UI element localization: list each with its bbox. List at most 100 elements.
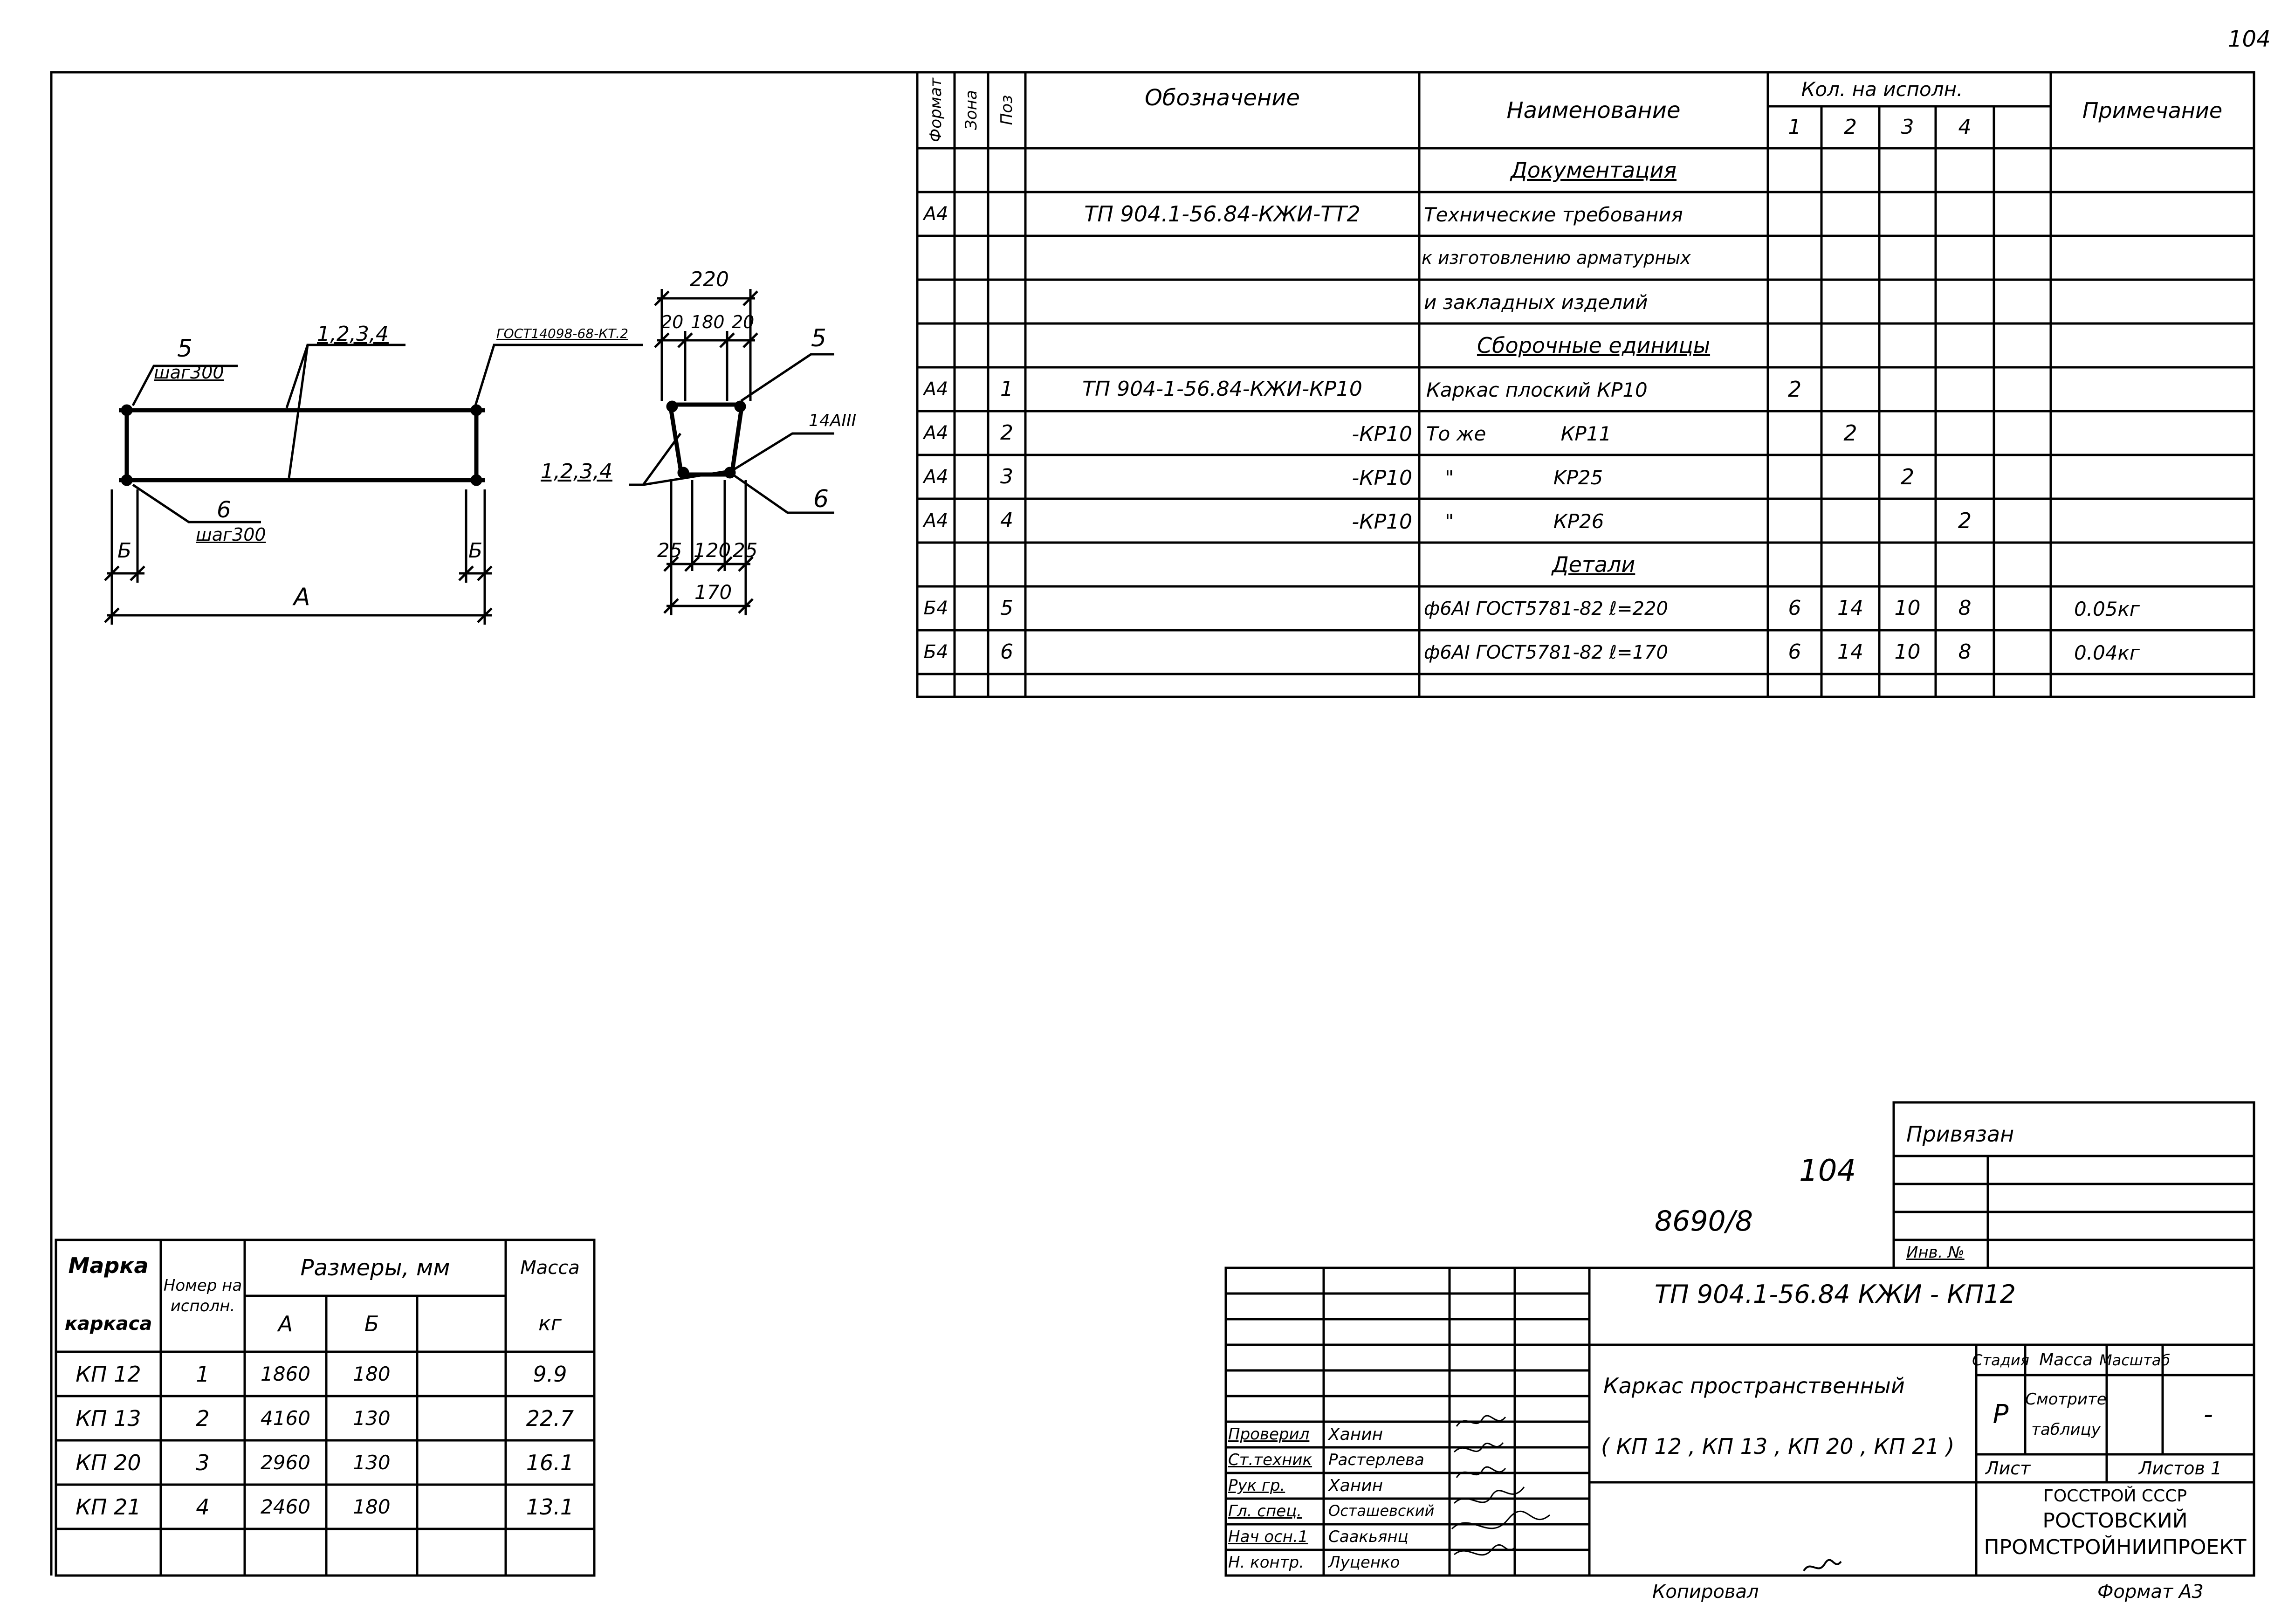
spec-row-name: ф6АI ГОСТ5781-82 ℓ=170 — [1424, 642, 1668, 663]
spec-row-q3: 10 — [1894, 596, 1921, 620]
spec-row-name: " КР26 — [1445, 510, 1604, 533]
signer-role: Проверил — [1228, 1425, 1310, 1444]
header-qty-1: 1 — [1788, 115, 1801, 139]
dims-row-b: 180 — [353, 1495, 391, 1518]
dim-bot-mid: 120 — [694, 539, 731, 562]
signer-name: Луценко — [1328, 1553, 1400, 1572]
dims-row-mass: 16.1 — [526, 1450, 574, 1475]
title-scale-value: - — [2203, 1399, 2213, 1430]
footer-copied: Копировал — [1652, 1581, 1759, 1603]
dims-header-mark2: каркаса — [64, 1313, 152, 1335]
spec-row-format: А4 — [923, 203, 948, 225]
dims-header-b: Б — [364, 1311, 379, 1336]
spec-row-designation: -КР10 — [1352, 422, 1412, 446]
dims-row-mark: КП 13 — [76, 1405, 141, 1431]
dims-row-a: 4160 — [261, 1406, 310, 1430]
dim-bot-right: 25 — [733, 539, 758, 562]
dims-row-version: 2 — [196, 1405, 210, 1431]
spec-row-format: А4 — [923, 422, 948, 444]
section-label-rebar: 14АIII — [809, 411, 857, 430]
dims-header-mark: Марка — [68, 1253, 149, 1278]
spec-row-format: А4 — [923, 510, 948, 531]
title-org-line3: ПРОМСТРОЙНИИПРОЕКТ — [1984, 1535, 2247, 1559]
label-bar-6: 6 — [217, 497, 231, 523]
handwritten-sheet-ref: 104 — [1799, 1154, 1856, 1188]
spec-row-designation: -КР10 — [1352, 466, 1412, 490]
section-label-6: 6 — [813, 485, 829, 513]
spec-row-designation: -КР10 — [1352, 510, 1412, 534]
section-label-5: 5 — [811, 324, 827, 352]
spec-row-q1: 6 — [1788, 640, 1801, 664]
spec-table-border — [916, 71, 2255, 698]
spec-row-q3: 2 — [1900, 464, 1915, 489]
dims-row-mass: 13.1 — [526, 1494, 574, 1520]
spec-row-q4: 2 — [1958, 508, 1972, 533]
header-qty-2: 2 — [1844, 115, 1857, 139]
dims-header-a: А — [278, 1311, 293, 1336]
header-qty: Кол. на исполн. — [1801, 77, 1963, 101]
spec-row-q4: 8 — [1958, 640, 1972, 664]
header-zone: Зона — [962, 90, 981, 130]
spec-row-name: То же КР11 — [1426, 422, 1612, 445]
dims-row-mark: КП 21 — [76, 1494, 141, 1520]
spec-row-name: Документация — [1510, 158, 1677, 183]
dims-row-version: 4 — [196, 1494, 210, 1520]
spec-row-q1: 6 — [1788, 596, 1801, 620]
spec-row-pos: 3 — [1000, 465, 1013, 489]
spec-row-q2: 14 — [1837, 596, 1863, 620]
title-doc-code: ТП 904.1-56.84 КЖИ - КП12 — [1655, 1280, 2016, 1309]
dims-row-mass: 9.9 — [533, 1361, 567, 1387]
dim-b-right: Б — [468, 539, 483, 563]
signature-scribbles — [1451, 1415, 1550, 1556]
header-format: Формат — [927, 78, 945, 142]
signer-name: Осташевский — [1328, 1502, 1435, 1520]
signer-name: Саакьянц — [1328, 1528, 1409, 1546]
dim-bot-total: 170 — [694, 581, 732, 604]
spec-row-format: Б4 — [923, 598, 948, 619]
spec-row-pos: 5 — [1000, 596, 1013, 620]
spec-row-format: А4 — [923, 466, 948, 488]
title-name-line1: Каркас пространственный — [1603, 1373, 1905, 1398]
dims-row-b: 130 — [353, 1406, 391, 1430]
dims-row-a: 1860 — [261, 1362, 310, 1385]
header-qty-4: 4 — [1958, 115, 1972, 139]
spec-row-q2: 14 — [1837, 640, 1863, 664]
header-name: Наименование — [1506, 97, 1681, 124]
spec-row-name: " KР25 — [1445, 466, 1603, 489]
spec-row-note: 0.04кг — [2074, 641, 2140, 664]
title-scale-label: Масштаб — [2099, 1351, 2171, 1369]
dims-row-mark: КП 12 — [76, 1361, 141, 1387]
spec-row-format: Б4 — [923, 641, 948, 663]
spec-row-pos: 6 — [1000, 640, 1013, 664]
title-org-line2: РОСТОВСКИЙ — [2042, 1508, 2188, 1533]
header-note: Примечание — [2082, 97, 2223, 123]
header-pos: Поз — [997, 95, 1016, 125]
label-marks: 1,2,3,4 — [317, 322, 389, 346]
spec-row-q4: 8 — [1958, 596, 1972, 620]
footer-format: Формат А3 — [2097, 1581, 2204, 1603]
dims-header-mass: Масса — [520, 1257, 580, 1279]
signer-name: Ханин — [1328, 1476, 1383, 1495]
spec-row-pos: 2 — [1000, 421, 1013, 445]
label-bar-5: 5 — [177, 335, 193, 363]
spec-row-name: Технические требования — [1424, 203, 1683, 226]
title-stage-value: Р — [1993, 1399, 2009, 1430]
dims-row-a: 2460 — [261, 1495, 310, 1518]
title-mass-value: Смотрите таблицу — [2025, 1390, 2107, 1439]
dim-b-left: Б — [117, 539, 132, 563]
title-mass-label: Масса — [2039, 1350, 2093, 1369]
signer-role: Рук гр. — [1228, 1476, 1285, 1495]
spec-row-name: ф6АI ГОСТ5781-82 ℓ=220 — [1424, 598, 1668, 619]
frame-elevation — [119, 405, 485, 486]
dim-top-left: 20 — [661, 312, 684, 332]
spec-row-q3: 10 — [1894, 640, 1921, 664]
dims-header-version: Номер на исполн. — [163, 1276, 242, 1315]
dim-bot-left: 25 — [657, 539, 682, 562]
dims-header-mass-unit: кг — [538, 1312, 562, 1335]
section-label-marks: 1,2,3,4 — [541, 460, 612, 483]
spec-row-name: и закладных изделий — [1424, 291, 1648, 314]
label-step-bottom: шаг300 — [196, 524, 266, 545]
dim-top-mid: 180 — [691, 312, 725, 332]
spec-row-name: Сборочные единицы — [1477, 333, 1711, 358]
